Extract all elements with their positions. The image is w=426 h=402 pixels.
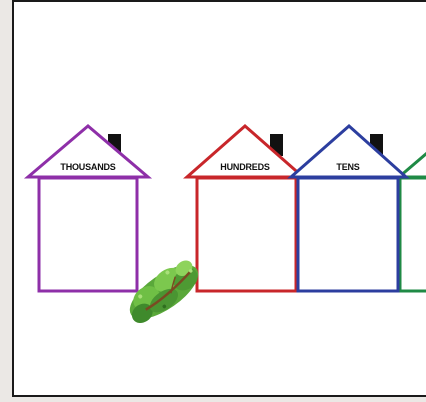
place-value-slide: THOUSANDS HUNDREDS TENS <box>12 0 426 397</box>
house-body <box>400 178 426 291</box>
place-value-chart: THOUSANDS HUNDREDS TENS <box>14 2 426 397</box>
house-body <box>298 178 398 291</box>
house-thousands: THOUSANDS <box>28 126 148 291</box>
house-label-hundreds: HUNDREDS <box>220 162 270 172</box>
house-label-thousands: THOUSANDS <box>60 162 115 172</box>
house-tens: TENS <box>291 126 406 291</box>
house-label-tens: TENS <box>336 162 359 172</box>
house-hundreds: HUNDREDS <box>187 126 303 291</box>
house-ones <box>399 130 426 291</box>
roof <box>399 130 426 177</box>
house-body <box>39 178 137 291</box>
house-body <box>197 178 296 291</box>
